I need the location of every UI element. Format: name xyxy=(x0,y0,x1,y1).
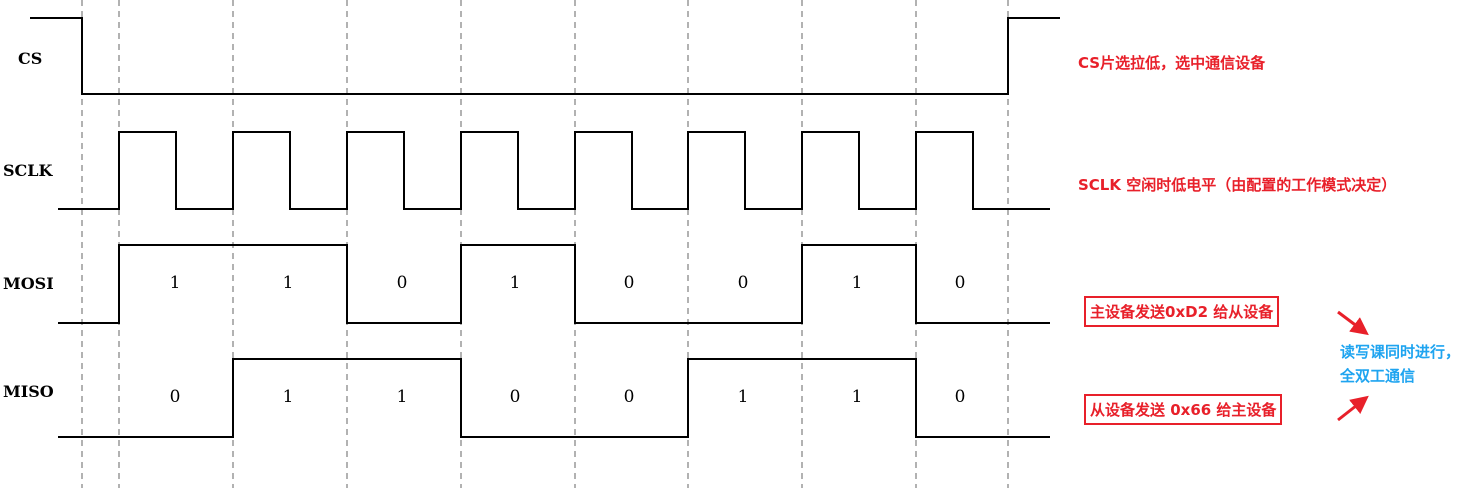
signal-label-cs: CS xyxy=(18,49,42,68)
master-send-annotation: 主设备发送0xD2 给从设备 xyxy=(1084,296,1280,327)
miso-bit-5: 1 xyxy=(738,387,749,407)
mosi-bit-1: 1 xyxy=(283,273,294,293)
signal-label-miso: MISO xyxy=(3,382,54,401)
mosi-bit-3: 1 xyxy=(510,273,521,293)
mosi-bit-7: 0 xyxy=(955,273,966,293)
full-duplex-note-line2: 全双工通信 xyxy=(1340,367,1416,385)
miso-bit-3: 0 xyxy=(510,387,521,407)
sclk-waveform xyxy=(58,131,1050,210)
miso-bit-6: 1 xyxy=(852,387,863,407)
mosi-bit-2: 0 xyxy=(397,273,408,293)
mosi-waveform xyxy=(58,244,1050,324)
cs-waveform xyxy=(30,17,1060,95)
miso-bit-4: 0 xyxy=(624,387,635,407)
signal-label-sclk: SCLK xyxy=(3,161,54,180)
miso-bit-7: 0 xyxy=(955,387,966,407)
full-duplex-note-line1: 读写课同时进行， xyxy=(1340,343,1461,361)
mosi-bit-0: 1 xyxy=(170,273,181,293)
cs-annotation: CS片选拉低，选中通信设备 xyxy=(1078,54,1266,72)
arrow-up-right-icon xyxy=(1337,395,1369,422)
slave-send-annotation: 从设备发送 0x66 给主设备 xyxy=(1084,394,1283,425)
sclk-annotation: SCLK 空闲时低电平（由配置的工作模式决定） xyxy=(1078,176,1397,194)
miso-waveform xyxy=(58,358,1050,438)
mosi-bit-6: 1 xyxy=(852,273,863,293)
full-duplex-note: 读写课同时进行， 全双工通信 xyxy=(1340,340,1460,388)
signal-label-mosi: MOSI xyxy=(3,274,54,293)
miso-bit-1: 1 xyxy=(283,387,294,407)
mosi-bit-4: 0 xyxy=(624,273,635,293)
arrow-down-right-icon xyxy=(1337,310,1369,336)
miso-bit-0: 0 xyxy=(170,387,181,407)
mosi-bit-5: 0 xyxy=(738,273,749,293)
miso-bit-2: 1 xyxy=(397,387,408,407)
